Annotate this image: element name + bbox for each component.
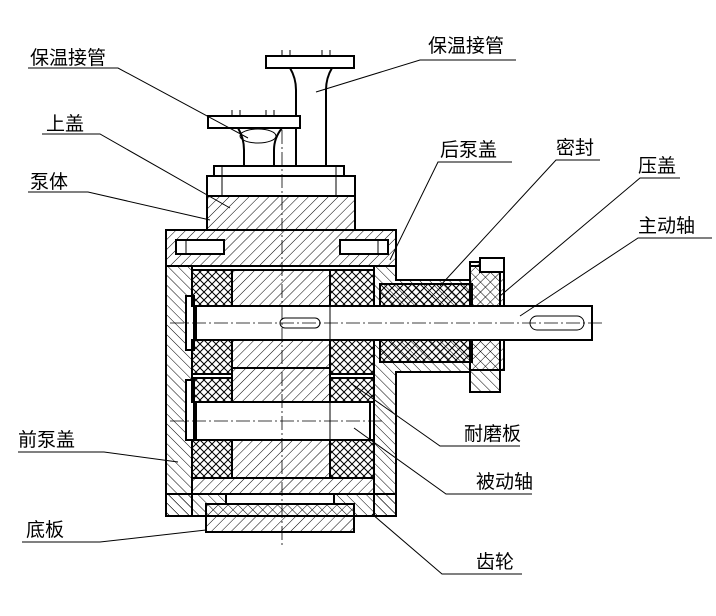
label-gear: 齿轮 [476,551,514,573]
label-rear-cover: 后泵盖 [440,139,497,161]
gear-block [191,269,375,479]
label-drive-shaft: 主动轴 [638,215,695,237]
leader-lines [18,59,712,575]
label-base-plate: 底板 [26,519,64,541]
top-cover [206,165,356,197]
gland [469,257,505,371]
label-seal: 密封 [556,137,594,159]
insulation-pipe-right [265,50,355,176]
base-plate [165,477,397,533]
label-wear-plate: 耐磨板 [464,423,521,445]
front-pump-cover [165,265,195,517]
seal-packing [379,283,473,363]
label-top-cover: 上盖 [46,113,84,135]
label-front-cover: 前泵盖 [18,429,75,451]
pump-body [165,195,397,267]
label-pump-body: 泵体 [30,171,68,193]
insulation-pipe-left [207,110,301,172]
label-insulation-pipe-left: 保温接管 [30,47,106,69]
label-gland: 压盖 [638,155,676,177]
label-driven-shaft: 被动轴 [476,471,533,493]
label-insulation-pipe-right: 保温接管 [428,35,504,57]
